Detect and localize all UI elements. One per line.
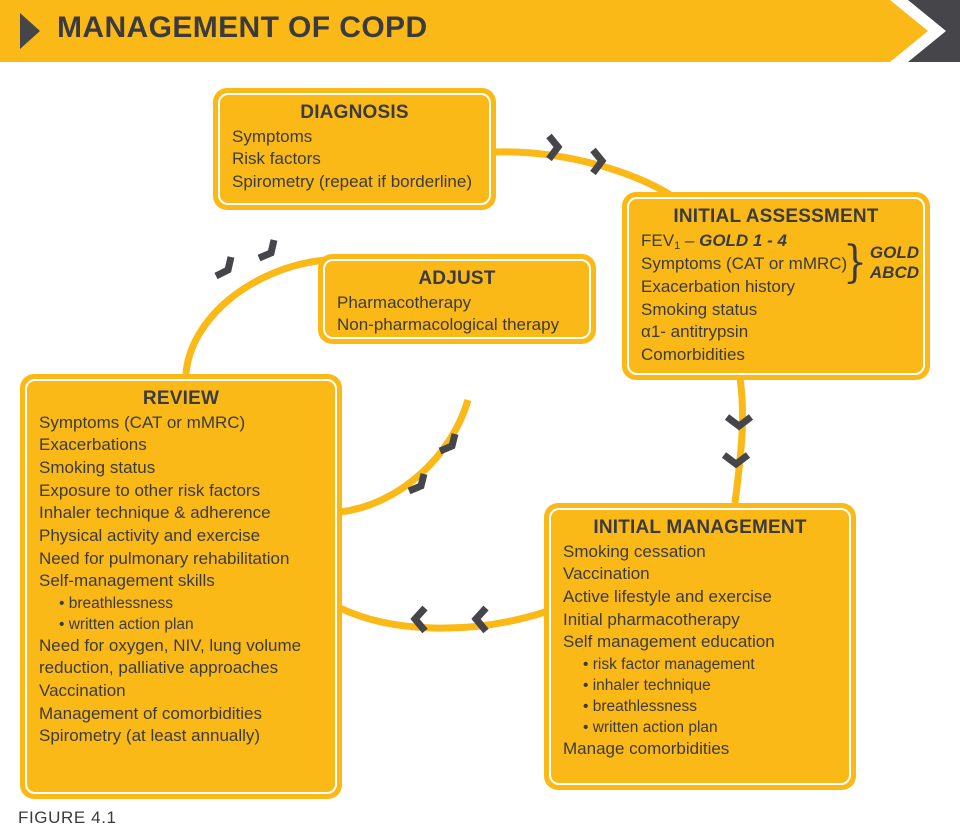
box-initial-management-bullet: • breathlessness — [583, 698, 697, 716]
header-banner: MANAGEMENT OF COPD — [0, 0, 960, 62]
chevron-down-icon — [721, 452, 751, 469]
box-initial-management-line: Self management education — [563, 632, 775, 652]
chevron-left-icon — [410, 605, 428, 634]
box-initial-management-bullet: • risk factor management — [583, 655, 755, 673]
box-diagnosis-inner: DIAGNOSIS Symptoms Risk factors Spiromet… — [218, 93, 491, 205]
box-adjust[interactable]: ADJUST Pharmacotherapy Non-pharmacologic… — [318, 254, 596, 344]
figure-caption: FIGURE 4.1 — [18, 808, 117, 827]
chevron-left-icon — [471, 605, 489, 634]
fev-dash: – — [680, 230, 700, 250]
chevron-down-icon — [724, 414, 754, 431]
box-review-inner: REVIEW Symptoms (CAT or mMRC) Exacerbati… — [25, 379, 337, 794]
fev-label: FEV — [641, 230, 675, 250]
box-initial-management-line: Active lifestyle and exercise — [563, 587, 772, 607]
box-diagnosis-line: Symptoms — [232, 126, 313, 146]
box-diagnosis-line: Risk factors — [232, 149, 321, 169]
box-adjust-inner: ADJUST Pharmacotherapy Non-pharmacologic… — [323, 259, 591, 339]
chevron-upright-icon — [438, 433, 459, 455]
box-review-line: Vaccination — [39, 681, 126, 701]
chevron-upright-icon — [407, 473, 428, 495]
box-diagnosis[interactable]: DIAGNOSIS Symptoms Risk factors Spiromet… — [213, 88, 496, 210]
box-review-line: Symptoms (CAT or mMRC) — [39, 412, 246, 432]
page-title: MANAGEMENT OF COPD — [57, 11, 428, 44]
box-review-line: Self-management skills — [39, 571, 215, 591]
box-initial-management-line: Initial pharmacotherapy — [563, 609, 740, 629]
box-initial-management[interactable]: INITIAL MANAGEMENT Smoking cessation Vac… — [544, 503, 856, 790]
gold-stage-value: GOLD 1 - 4 — [699, 230, 787, 250]
box-initial-management-bullet: • written action plan — [583, 719, 718, 737]
box-review-line: Spirometry (at least annually) — [39, 726, 261, 746]
box-review-line: Physical activity and exercise — [39, 525, 261, 545]
box-initial-management-bullet: • inhaler technique — [583, 676, 711, 694]
chevron-right-icon — [590, 147, 607, 176]
box-initial-assessment-line: Symptoms (CAT or mMRC) — [641, 254, 848, 274]
box-initial-management-line: Smoking cessation — [563, 541, 706, 561]
box-initial-management-line: Manage comorbidities — [563, 739, 730, 759]
chevron-upright-icon — [257, 239, 278, 262]
banner-yellow-arrow — [0, 0, 928, 62]
box-initial-assessment-line: Comorbidities — [641, 344, 745, 364]
box-adjust-line: Pharmacotherapy — [337, 292, 472, 312]
chevron-right-icon — [546, 133, 563, 162]
box-diagnosis-title: DIAGNOSIS — [300, 102, 409, 123]
box-initial-assessment-line: α1- antitrypsin — [641, 322, 749, 342]
connector-inner-arc — [339, 399, 472, 516]
box-review-line: Smoking status — [39, 458, 156, 478]
box-adjust-line: Non-pharmacological therapy — [337, 315, 560, 335]
banner-shapes — [0, 0, 960, 62]
connector-initial-management-to-review — [338, 604, 547, 632]
box-initial-assessment[interactable]: INITIAL ASSESSMENT FEV1 – GOLD 1 - 4 Sym… — [622, 192, 930, 380]
connector-review-to-adjust — [182, 256, 326, 375]
connector-diagnosis-to-initial-assessment — [494, 148, 674, 199]
triangle-right-icon — [20, 13, 40, 49]
box-diagnosis-line: Spirometry (repeat if borderline) — [232, 172, 472, 192]
box-initial-management-inner: INITIAL MANAGEMENT Smoking cessation Vac… — [549, 508, 851, 785]
connector-initial-assessment-to-initial-management — [731, 377, 746, 504]
box-review-bullet: • written action plan — [59, 615, 194, 633]
banner-dark-arrow — [908, 0, 960, 62]
box-initial-assessment-title: INITIAL ASSESSMENT — [673, 206, 879, 227]
box-initial-management-line: Vaccination — [563, 564, 650, 584]
box-review-title: REVIEW — [142, 388, 220, 409]
fev-subscript: 1 — [674, 239, 681, 252]
box-review-bullet: • breathlessness — [59, 594, 173, 612]
box-initial-management-title: INITIAL MANAGEMENT — [593, 517, 807, 538]
box-review-line: Management of comorbidities — [39, 703, 263, 723]
box-initial-assessment-line: Exacerbation history — [641, 277, 796, 297]
chevron-upright-icon — [214, 256, 235, 280]
box-initial-assessment-fev-line: FEV1 – GOLD 1 - 4 — [641, 230, 911, 254]
box-review-line: Need for oxygen, NIV, lung volume reduct… — [39, 635, 302, 678]
box-review-line: Need for pulmonary rehabilitation — [39, 548, 290, 568]
box-review[interactable]: REVIEW Symptoms (CAT or mMRC) Exacerbati… — [20, 374, 342, 799]
box-initial-assessment-line: Smoking status — [641, 299, 758, 319]
box-initial-assessment-inner: INITIAL ASSESSMENT FEV1 – GOLD 1 - 4 Sym… — [627, 197, 925, 375]
box-review-line: Exposure to other risk factors — [39, 480, 261, 500]
box-review-line: Exacerbations — [39, 435, 147, 455]
box-review-line: Inhaler technique & adherence — [39, 503, 271, 523]
box-adjust-title: ADJUST — [418, 268, 496, 289]
